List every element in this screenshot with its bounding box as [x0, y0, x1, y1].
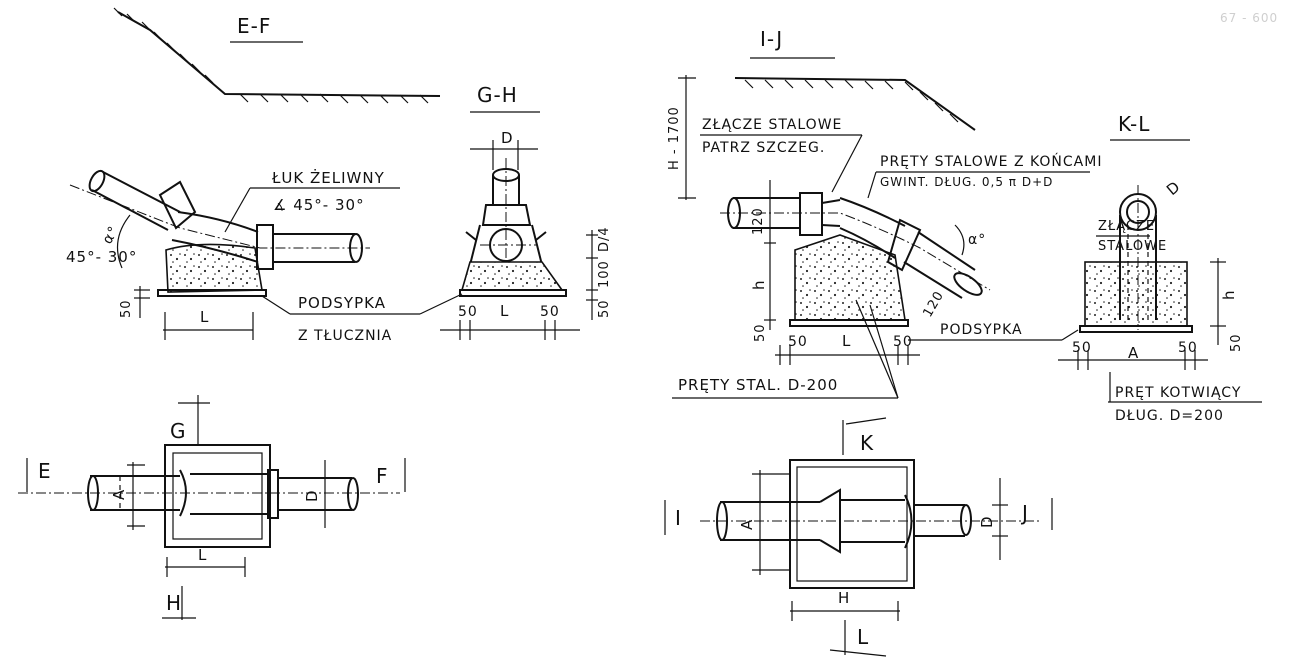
- marker-l: L: [857, 625, 869, 649]
- dim-d-plan-right: D: [978, 515, 996, 528]
- stalowe-label: STALOWE: [1098, 239, 1167, 254]
- stamp-text: 67 - 600: [1220, 11, 1278, 25]
- z-tlucznia-text: Z TŁUCZNIA: [298, 328, 392, 344]
- section-ij: I-J H - 1700 ZŁĄCZE STALOWE PATRZ SZCZEG…: [667, 27, 1102, 399]
- dim-50-kl-a: 50: [1072, 340, 1092, 356]
- ground-line-ij: [734, 77, 976, 131]
- podsypka-text: PODSYPKA: [298, 294, 386, 312]
- podsypka-label-left: PODSYPKA Z TŁUCZNIA: [261, 293, 463, 344]
- dim-50-gh-a: 50: [458, 304, 478, 320]
- gwint-label: GWINT. DŁUG. 0,5 π D+D: [880, 175, 1053, 189]
- marker-e: E: [38, 459, 52, 483]
- section-gh: G-H D D/4 100 50: [440, 83, 612, 340]
- dim-d4: D/4: [597, 226, 612, 252]
- dim-a-plan-right: A: [738, 519, 756, 530]
- dim-a-plan-left: A: [110, 489, 128, 500]
- dim-50-kl-v: 50: [1229, 333, 1244, 352]
- dim-a-kl: A: [1128, 344, 1139, 362]
- podsypka-right-label: PODSYPKA: [940, 322, 1023, 338]
- dim-h-kl: h: [1220, 289, 1238, 300]
- dim-hh-plan-right: H: [838, 589, 850, 607]
- plan-view-right: K I J A D H L: [664, 417, 1053, 657]
- pipe-block-ij: [720, 192, 991, 327]
- prety-stal-label: PRĘTY STAL. D-200: [678, 376, 838, 394]
- alpha-label-ef: α°: [100, 223, 123, 247]
- section-gh-title: G-H: [477, 83, 518, 107]
- section-ef: E-F ŁUK ŻELIWNY ∡ 45°- 30°: [66, 7, 441, 340]
- pipe-gh: [459, 158, 567, 297]
- luk-zeliwny-label: ŁUK ŻELIWNY: [271, 168, 385, 187]
- dim-l-ij: L: [842, 332, 851, 350]
- dim-120-ij: 120: [751, 207, 766, 235]
- anchor-block-kl: [1079, 185, 1193, 333]
- section-ij-title: I-J: [760, 27, 783, 51]
- marker-g: G: [170, 419, 187, 443]
- dim-d-gh: D: [501, 129, 514, 147]
- section-ef-title: E-F: [237, 14, 271, 38]
- dim-50-ij-b: 50: [893, 334, 913, 350]
- dim-120-ij-b: 120: [920, 288, 947, 320]
- section-kl-title: K-L: [1118, 112, 1150, 136]
- pipe-bend-ef: [69, 169, 370, 297]
- marker-h: H: [166, 591, 182, 615]
- angle-left-label: 45°- 30°: [66, 248, 137, 266]
- dim-50-kl-b: 50: [1178, 340, 1198, 356]
- dim-h1700: H - 1700: [667, 106, 682, 170]
- dim-h-ij: h: [750, 279, 768, 290]
- dim-l-plan-left: L: [198, 546, 207, 564]
- dim-100-gh: 100: [597, 260, 612, 288]
- plan-view-left: G E F A D L H: [18, 395, 406, 620]
- dim-l-ef: L: [200, 308, 209, 326]
- prety-stalowe-label: PRĘTY STALOWE Z KOŃCAMI: [880, 152, 1102, 170]
- luk-angle-label: ∡ 45°- 30°: [273, 196, 365, 214]
- dlug-label: DŁUG. D=200: [1115, 408, 1224, 424]
- section-kl: K-L ZŁĄCZE STALOWE D h 50 50 A 50 PODSYP: [908, 112, 1262, 424]
- dim-d-plan-left: D: [303, 489, 321, 502]
- ground-line-ef: [113, 7, 441, 104]
- alpha-label-ij: α°: [968, 232, 986, 248]
- dim-50-gh-v: 50: [597, 299, 612, 318]
- marker-f: F: [376, 464, 389, 488]
- marker-k: K: [860, 431, 874, 455]
- dim-l-gh: L: [500, 302, 509, 320]
- dim-d-kl: D: [1163, 177, 1184, 199]
- dim-50-ij-a: 50: [788, 334, 808, 350]
- patrz-szczeg-label: PATRZ SZCZEG.: [702, 140, 825, 156]
- dim-50-gh-b: 50: [540, 304, 560, 320]
- marker-j: J: [1020, 501, 1029, 525]
- dim-50-ef: 50: [119, 299, 134, 318]
- marker-i: I: [675, 506, 682, 530]
- pret-kotwiacy-label: PRĘT KOTWIĄCY: [1115, 385, 1241, 401]
- zlacze-stalowe-label: ZŁĄCZE STALOWE: [702, 117, 842, 133]
- dim-50-ij-v: 50: [753, 323, 768, 342]
